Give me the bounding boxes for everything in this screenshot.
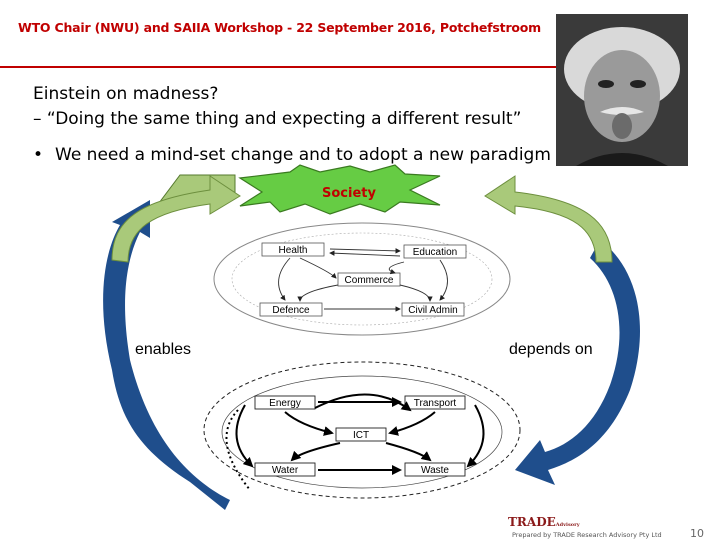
header-rule (0, 66, 560, 68)
right-upper-arrow (485, 176, 612, 262)
node-education: Education (413, 247, 457, 258)
trade-logo: TRADEAdvisory (508, 515, 580, 529)
node-civil-admin: Civil Admin (408, 305, 457, 316)
footer-credit: Prepared by TRADE Research Advisory Pty … (512, 531, 662, 539)
society-label: Society (322, 186, 376, 201)
enables-label: enables (135, 341, 191, 358)
node-transport: Transport (414, 398, 457, 409)
node-ict: ICT (353, 430, 369, 441)
depends-on-label: depends on (509, 341, 593, 358)
page-number: 10 (690, 527, 704, 540)
node-health: Health (279, 245, 308, 256)
node-defence: Defence (272, 305, 310, 316)
einstein-question: Einstein on madness? (33, 84, 218, 104)
node-waste: Waste (421, 465, 449, 476)
slide-header: WTO Chair (NWU) and SAIIA Workshop - 22 … (18, 20, 541, 35)
society-diagram: Society Health Education Commerce Defenc… (0, 160, 720, 530)
node-commerce: Commerce (345, 275, 394, 286)
right-loop-arrow (515, 240, 640, 485)
madness-quote: – “Doing the same thing and expecting a … (33, 109, 521, 129)
node-energy: Energy (269, 398, 301, 409)
einstein-portrait (556, 14, 688, 166)
node-water: Water (272, 465, 299, 476)
